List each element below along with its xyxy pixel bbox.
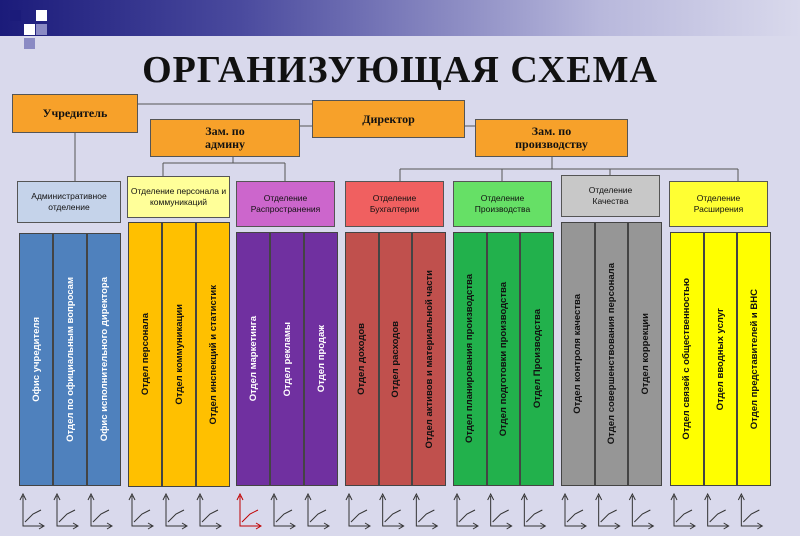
unit-column: Отдел коммуникации — [162, 222, 196, 487]
unit-column: Отдел маркетинга — [236, 232, 270, 486]
unit-column: Офис исполнительного директора — [87, 233, 121, 486]
mini-graph-icon — [595, 492, 621, 530]
unit-column: Отдел совершенствования персонала — [594, 222, 629, 486]
dept-label: Отделение Расширения — [693, 193, 744, 214]
unit-label: Отдел подготовки производства — [497, 281, 509, 437]
mini-graph-icon — [87, 492, 113, 530]
decor-square — [36, 24, 47, 35]
dept-header-quality: Отделение Качества — [561, 175, 660, 217]
unit-column: Отдел планирования производства — [453, 232, 487, 486]
decor-square — [10, 10, 21, 21]
dept-header-expansion: Отделение Расширения — [669, 181, 768, 227]
unit-column: Отдел рекламы — [270, 232, 304, 486]
mini-graph-icon — [19, 492, 45, 530]
unit-label: Отдел связей с общественностью — [681, 278, 693, 440]
mini-graph-icon — [270, 492, 296, 530]
mini-graph-icon — [737, 492, 764, 530]
dept-header-personnel: Отделение персонала и коммуникаций — [127, 176, 230, 218]
unit-label: Отдел коммуникации — [173, 304, 185, 405]
unit-label: Отдел продаж — [315, 325, 327, 393]
mini-graph-icon — [379, 492, 405, 530]
unit-column: Отдел продаж — [304, 232, 338, 486]
mini-graph-icon — [196, 492, 222, 530]
decor-square — [24, 24, 35, 35]
deputy-production-label: Зам. по производству — [515, 124, 588, 151]
dept-label: Отделение Производства — [474, 193, 531, 214]
mini-graph-icon — [304, 492, 330, 530]
unit-column: Отдел коррекции — [628, 222, 662, 486]
deputy-admin-label: Зам. по админу — [204, 124, 246, 151]
founder-box: Учредитель — [12, 94, 138, 133]
dept-header-production: Отделение Производства — [453, 181, 552, 227]
dept-header-accounting: Отделение Бухгалтерии — [345, 181, 444, 227]
mini-graph-icon — [520, 492, 547, 530]
unit-label: Отдел Производства — [531, 309, 543, 409]
unit-column: Отдел представителей и ВНС — [737, 232, 771, 486]
unit-label: Отдел инспекций и статистик — [207, 284, 219, 425]
decor-square — [36, 10, 47, 21]
unit-column: Отдел персонала — [128, 222, 162, 487]
header-bar — [0, 0, 800, 36]
dept-label: Отделение персонала и коммуникаций — [130, 186, 227, 207]
decor-square — [24, 38, 35, 49]
dept-header-distribution: Отделение Распространения — [236, 181, 335, 227]
unit-column: Офис учредителя — [19, 233, 53, 486]
mini-graph-icon — [487, 492, 513, 530]
unit-label: Отдел рекламы — [281, 321, 293, 397]
mini-graph-icon — [670, 492, 696, 530]
page-title: ОРГАНИЗУЮЩАЯ СХЕМА — [142, 49, 658, 91]
unit-label: Отдел представителей и ВНС — [748, 288, 760, 430]
unit-label: Отдел по официальным вопросам — [64, 277, 76, 442]
deputy-production-box: Зам. по производству — [475, 119, 628, 157]
unit-label: Отдел маркетинга — [247, 316, 259, 402]
mini-graph-icon — [162, 492, 188, 530]
mini-graph-icon — [53, 492, 79, 530]
mini-graph-icon — [128, 492, 154, 530]
unit-label: Офис учредителя — [30, 317, 42, 402]
mini-graph-icon — [628, 492, 655, 530]
dept-label: Отделение Качества — [588, 185, 633, 206]
director-box: Директор — [312, 100, 465, 138]
unit-column: Отдел Производства — [520, 232, 554, 486]
unit-label: Отдел персонала — [139, 313, 151, 396]
unit-column: Отдел доходов — [345, 232, 379, 486]
unit-column: Отдел контроля качества — [561, 222, 595, 486]
mini-graph-icon — [561, 492, 587, 530]
mini-graph-icon — [704, 492, 730, 530]
unit-label: Отдел совершенствования персонала — [605, 263, 617, 445]
unit-column: Отдел активов и материальной части — [412, 232, 446, 486]
unit-label: Отдел коррекции — [639, 313, 651, 395]
mini-graph-icon — [412, 492, 439, 530]
unit-column: Отдел расходов — [378, 232, 413, 486]
unit-label: Отдел расходов — [389, 320, 401, 398]
unit-label: Офис исполнительного директора — [98, 277, 110, 442]
director-label: Директор — [362, 111, 415, 126]
unit-label: Отдел контроля качества — [572, 294, 584, 414]
unit-column: Отдел по официальным вопросам — [53, 233, 87, 486]
unit-label: Отдел планирования производства — [464, 274, 476, 444]
unit-label: Отдел доходов — [356, 323, 368, 395]
dept-header-admin: Административное отделение — [17, 181, 121, 223]
unit-label: Отдел активов и материальной части — [423, 269, 435, 449]
mini-graph-icon — [453, 492, 479, 530]
deputy-admin-box: Зам. по админу — [150, 119, 300, 157]
mini-graph-icon — [236, 492, 262, 530]
dept-label: Административное отделение — [31, 191, 107, 212]
unit-column: Отдел инспекций и статистик — [196, 222, 230, 487]
unit-label: Отдел вводных услуг — [714, 307, 726, 411]
founder-label: Учредитель — [42, 106, 108, 120]
unit-column: Отдел связей с общественностью — [670, 232, 704, 486]
dept-label: Отделение Бухгалтерии — [369, 193, 420, 214]
unit-column: Отдел подготовки производства — [486, 232, 521, 486]
mini-graph-icon — [345, 492, 371, 530]
dept-label: Отделение Распространения — [250, 193, 321, 214]
unit-column: Отдел вводных услуг — [703, 232, 738, 486]
